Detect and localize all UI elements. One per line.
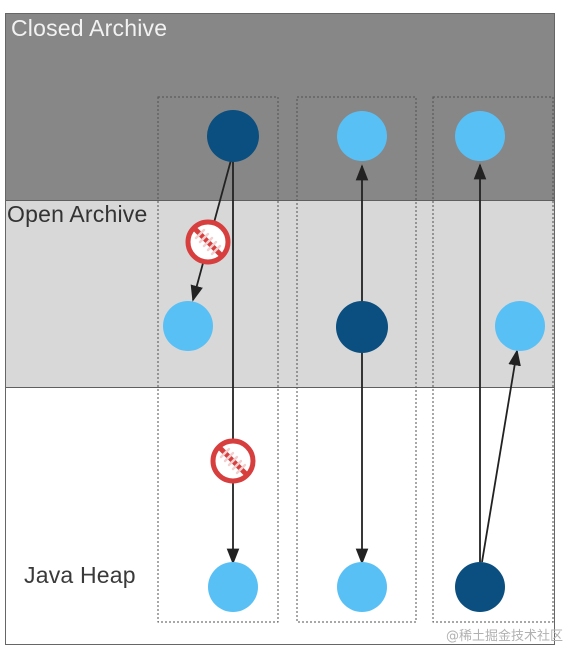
open-dark-node-2 bbox=[336, 301, 388, 353]
column-box-2 bbox=[296, 96, 417, 623]
open-archive-label: Open Archive bbox=[7, 201, 148, 227]
column-box-1 bbox=[157, 96, 279, 623]
heap-light-node-1 bbox=[208, 562, 258, 612]
java-heap-label: Java Heap bbox=[24, 562, 136, 588]
closed-dark-node bbox=[207, 110, 259, 162]
open-light-node-1 bbox=[163, 301, 213, 351]
watermark-text: @稀土掘金技术社区 bbox=[445, 629, 563, 644]
open-light-node-3 bbox=[495, 301, 545, 351]
arrow-heap-to-open bbox=[481, 349, 521, 563]
open-archive-region bbox=[6, 200, 554, 388]
closed-light-node-2 bbox=[337, 111, 387, 161]
heap-light-node-2 bbox=[337, 562, 387, 612]
heap-dark-node-3 bbox=[455, 562, 505, 612]
closed-archive-label: Closed Archive bbox=[11, 15, 168, 41]
prohibited-icon bbox=[210, 438, 256, 484]
prohibited-icon bbox=[185, 219, 231, 265]
closed-archive-region bbox=[6, 14, 554, 200]
closed-light-node-3 bbox=[455, 111, 505, 161]
column-box-3 bbox=[432, 96, 554, 623]
